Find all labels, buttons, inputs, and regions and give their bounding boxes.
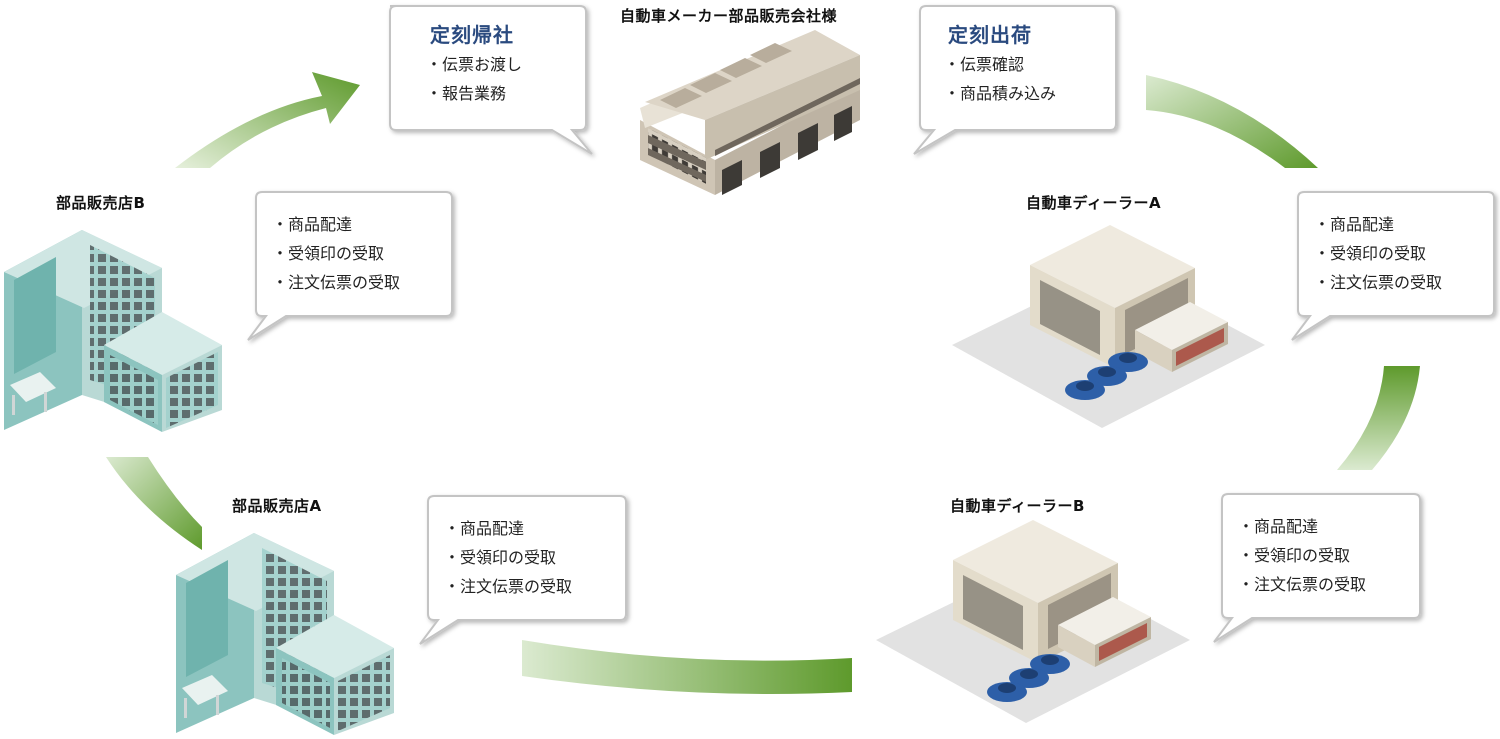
store-a-bubble-content: 商品配達 受領印の受取 注文伝票の受取	[444, 514, 572, 601]
store-b-item: 注文伝票の受取	[272, 268, 400, 297]
ship-item: 伝票確認	[944, 50, 1056, 79]
return-item: 報告業務	[426, 79, 522, 108]
store-b-item: 商品配達	[272, 210, 400, 239]
dealer-a-bubble-content: 商品配達 受領印の受取 注文伝票の受取	[1314, 210, 1442, 297]
store-b-bubble-content: 商品配達 受領印の受取 注文伝票の受取	[272, 210, 400, 297]
store-a-item: 注文伝票の受取	[444, 572, 572, 601]
store-a-label: 部品販売店A	[232, 497, 322, 515]
ship-heading: 定刻出荷	[948, 23, 1032, 47]
dealer-b-building	[876, 520, 1190, 723]
factory-illustration	[640, 30, 860, 195]
arrow-dealera-to-dealerb	[1337, 366, 1420, 470]
dealer-a-item: 受領印の受取	[1314, 239, 1442, 268]
return-bubble-content: 定刻帰社 伝票お渡し 報告業務	[430, 20, 522, 108]
manufacturer-label: 自動車メーカー部品販売会社様	[620, 7, 838, 25]
arrow-storeb-to-manufacturer	[175, 72, 360, 168]
store-a-item: 商品配達	[444, 514, 572, 543]
return-item: 伝票お渡し	[426, 50, 522, 79]
store-a-building	[176, 533, 394, 735]
dealer-b-bubble-content: 商品配達 受領印の受取 注文伝票の受取	[1238, 512, 1366, 599]
dealer-b-item: 商品配達	[1238, 512, 1366, 541]
return-heading: 定刻帰社	[430, 23, 514, 47]
store-b-building	[4, 230, 222, 432]
dealer-b-item: 受領印の受取	[1238, 541, 1366, 570]
dealer-a-building	[952, 225, 1265, 428]
ship-item: 商品積み込み	[944, 79, 1056, 108]
dealer-b-label: 自動車ディーラーB	[950, 497, 1085, 515]
dealer-a-item: 注文伝票の受取	[1314, 268, 1442, 297]
dealer-a-label: 自動車ディーラーA	[1026, 194, 1162, 212]
arrow-storea-to-storeb	[106, 457, 202, 550]
store-b-label: 部品販売店B	[56, 194, 146, 212]
arrow-dealerb-to-storea	[522, 640, 852, 694]
arrow-manufacturer-to-dealera	[1146, 75, 1318, 168]
store-a-item: 受領印の受取	[444, 543, 572, 572]
ship-bubble-content: 定刻出荷 伝票確認 商品積み込み	[948, 20, 1056, 108]
store-b-item: 受領印の受取	[272, 239, 400, 268]
dealer-a-item: 商品配達	[1314, 210, 1442, 239]
dealer-b-item: 注文伝票の受取	[1238, 570, 1366, 599]
